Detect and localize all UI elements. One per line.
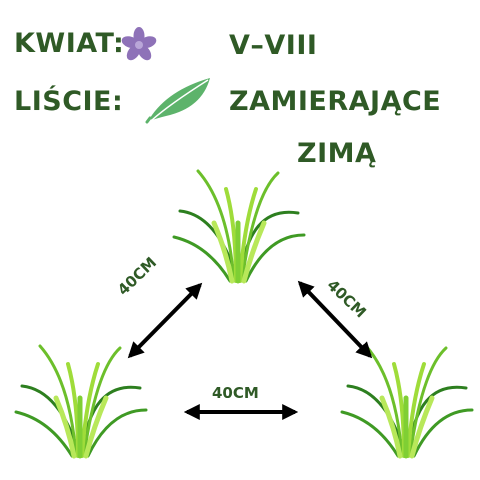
leaves-status-line1: ZAMIERAJĄCE bbox=[229, 86, 442, 117]
grass-clump-icon-top bbox=[172, 169, 306, 284]
flower-period: V–VIII bbox=[229, 30, 318, 61]
distance-label-bottom: 40CM bbox=[212, 384, 259, 402]
arrow-left bbox=[127, 282, 203, 359]
leaves-label: LIŚCIE: bbox=[14, 86, 124, 117]
leaf-icon bbox=[145, 78, 210, 124]
grass-clump-icon-left bbox=[14, 344, 148, 459]
grass-clump-icon-right bbox=[340, 344, 474, 459]
flower-icon bbox=[121, 27, 157, 61]
arrow-right bbox=[297, 280, 373, 359]
leaves-status-line2: ZIMĄ bbox=[297, 138, 377, 169]
flower-label: KWIAT: bbox=[14, 28, 125, 59]
